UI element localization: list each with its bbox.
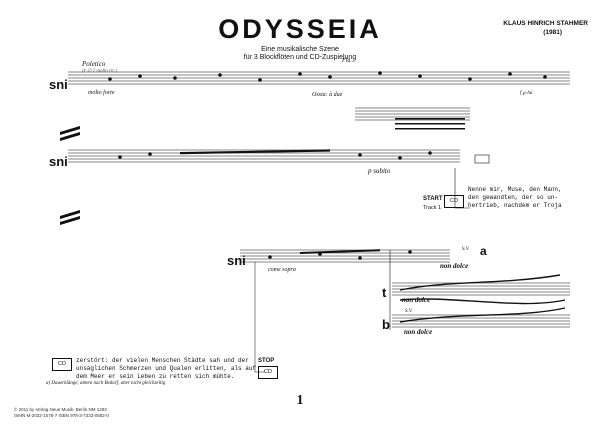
spoken-text-line: zerstört: der vielen Menschen Städte sah… xyxy=(76,357,249,364)
footer-line: ISMN M-2032-1578-7 ISBN 978-3-7333-0582-… xyxy=(14,413,109,418)
flutter-mark: Fla... xyxy=(342,58,355,64)
track-label: Track 1 xyxy=(423,205,442,211)
cd-stop-box: CD xyxy=(258,366,278,379)
composition-year: (1981) xyxy=(543,29,562,36)
cd-start-box: CD xyxy=(444,195,464,208)
trailing-dynamic-mark: f ℘ hà xyxy=(520,91,533,96)
subtitle-line-2: für 3 Blockflöten und CD-Zuspielung xyxy=(243,54,357,61)
technique-mark: (ℓ ∅ 2 molto rit.) xyxy=(82,69,117,74)
start-label: START xyxy=(423,196,443,202)
spoken-text-line: dem Meer er sein Leben zu retten sich mü… xyxy=(76,373,235,380)
composer-name: KLAUS HINRICH STAHMER xyxy=(503,20,588,27)
page-number: 1 xyxy=(296,393,304,408)
instrument-label-t: t xyxy=(382,285,387,300)
footnote: a) Dauerklänge, atmen nach Bedarf, aber … xyxy=(46,381,166,386)
subtitle-line-1: Eine musikalische Szene xyxy=(261,46,339,53)
score-title: ODYSSEIA xyxy=(218,14,382,44)
tempo-mark: Poletico xyxy=(82,60,106,68)
instrument-label-sni-1: sni xyxy=(49,77,68,92)
sv-mark-2: S.V. xyxy=(405,309,413,314)
spoken-text-line: hertrieb, nachdem er Troja xyxy=(468,202,562,209)
spoken-text-line: Nenne mir, Muse, den Mann, xyxy=(468,186,562,193)
spoken-text-block-2: zerstört: der vielen Menschen Städte sah… xyxy=(76,357,256,381)
instrument-label-b: b xyxy=(382,317,390,332)
instrument-label-sni-2: sni xyxy=(49,154,68,169)
sv-mark-1: S.V. xyxy=(462,247,470,252)
footnote-marker-a: a xyxy=(480,244,487,258)
cd-box: CD xyxy=(52,358,72,371)
spoken-text-line: unsäglichen Schmerzen und Qualen erlitte… xyxy=(76,365,257,372)
non-dolce-mark-2: non dolce xyxy=(402,296,431,304)
non-dolce-mark-1: non dolce xyxy=(440,262,469,270)
footer-line: © 2011 by Verlag Neue Musik, Berlin NM 1… xyxy=(14,407,107,412)
dynamic-mark-p-subito: p subito xyxy=(368,167,391,175)
ossia-mark: Ossia: à due xyxy=(312,92,343,98)
spoken-text-line: den gewandten, der so un- xyxy=(468,194,559,201)
stop-label: STOP xyxy=(258,358,275,364)
non-dolce-mark-3: non dolce xyxy=(404,328,433,336)
spoken-text-block-1: Nenne mir, Muse, den Mann, den gewandten… xyxy=(468,186,562,210)
dynamic-mark-molto-forte: molto forte xyxy=(88,90,115,96)
instrument-label-sni-3: sni xyxy=(227,253,246,268)
come-sopra-mark: come sopra xyxy=(268,267,296,273)
footer: © 2011 by Verlag Neue Musik, Berlin NM 1… xyxy=(14,407,109,419)
